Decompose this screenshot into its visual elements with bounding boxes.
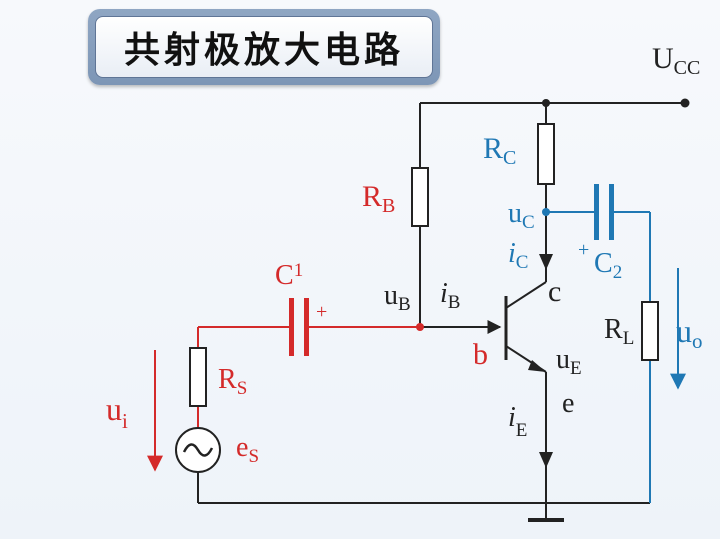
label-es-sub: S xyxy=(248,446,259,467)
label-rs-sub: S xyxy=(237,378,248,399)
label-ue-sub: E xyxy=(570,358,582,379)
label-ic-sub: C xyxy=(516,252,529,273)
label-rc-sub: C xyxy=(503,147,516,169)
title-banner: 共射极放大电路 xyxy=(88,9,440,85)
ac-source-wave xyxy=(182,443,214,457)
label-rs: RS xyxy=(218,364,247,399)
resistor-rb xyxy=(411,167,429,227)
label-c2: C2 xyxy=(594,248,622,283)
collector-junction xyxy=(542,208,550,216)
label-ic: iC xyxy=(508,238,528,273)
label-c1-plus: + xyxy=(316,301,327,323)
capacitor-c2-plate-left xyxy=(594,184,599,240)
label-uc-sub: C xyxy=(522,212,535,233)
label-rc: RC xyxy=(483,132,516,169)
label-ib-sub: B xyxy=(448,292,461,313)
label-es: eS xyxy=(236,432,259,467)
base-junction xyxy=(416,323,424,331)
label-rb-sub: B xyxy=(382,195,395,217)
label-ib: iB xyxy=(440,278,460,313)
label-c2-sub: 2 xyxy=(613,262,623,283)
label-ucc-sub: CC xyxy=(674,57,701,79)
label-ui: ui xyxy=(106,391,128,433)
supply-terminal xyxy=(680,98,690,108)
ie-arrow xyxy=(539,452,553,468)
capacitor-c2-plate-right xyxy=(609,184,614,240)
label-c2-plus: + xyxy=(578,239,589,261)
label-ub-sub: B xyxy=(398,294,411,315)
label-b-terminal: b xyxy=(473,338,488,371)
label-uo: uo xyxy=(676,313,703,353)
label-uo-sub: o xyxy=(692,329,703,353)
label-rb: RB xyxy=(362,180,395,217)
label-ub: uB xyxy=(384,280,411,315)
supply-junction xyxy=(542,99,550,107)
label-c-terminal: c xyxy=(548,275,561,308)
label-uc: uC xyxy=(508,198,535,233)
capacitor-c1-plate-right xyxy=(304,298,309,356)
label-rl-sub: L xyxy=(623,328,635,349)
resistor-rc xyxy=(537,123,555,185)
label-e-terminal: e xyxy=(562,388,574,419)
label-c1: C1 xyxy=(275,260,303,291)
resistor-rs xyxy=(189,347,207,407)
label-ie: iE xyxy=(508,402,527,441)
label-c1-sub: 1 xyxy=(294,260,304,281)
label-rl: RL xyxy=(604,314,634,349)
collector-diagonal xyxy=(505,281,547,309)
label-ue: uE xyxy=(556,344,582,379)
label-ie-sub: E xyxy=(516,420,528,441)
capacitor-c1-plate-left xyxy=(289,298,294,356)
label-ucc: UCC xyxy=(652,42,700,79)
emitter-arrow xyxy=(528,360,546,372)
label-ui-sub: i xyxy=(122,409,128,433)
diagram-title: 共射极放大电路 xyxy=(95,16,433,78)
ic-arrow xyxy=(539,254,553,270)
resistor-rl xyxy=(641,301,659,361)
